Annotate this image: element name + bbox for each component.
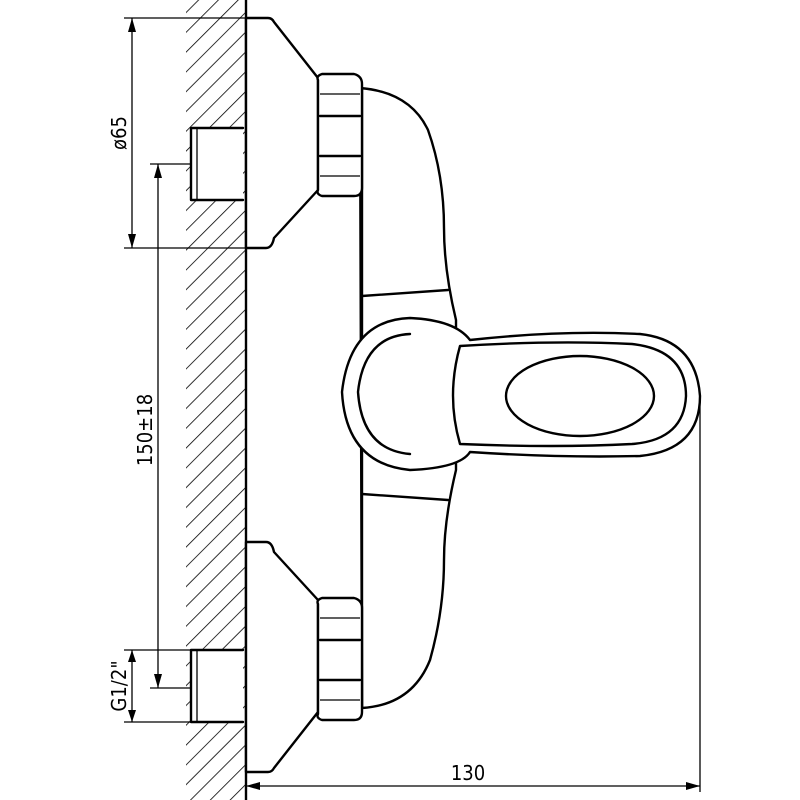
- upper-pipe-insert: [189, 126, 245, 202]
- dimension-spacing: 150±18: [133, 163, 191, 689]
- upper-escutcheon: [244, 16, 320, 250]
- upper-hex-nut: [316, 72, 364, 198]
- spacing-label: 150±18: [133, 394, 157, 466]
- dimension-diameter: ø65: [107, 17, 246, 249]
- diameter-label: ø65: [107, 116, 131, 150]
- lower-pipe-insert: [189, 648, 245, 724]
- thread-label: G1/2": [107, 660, 131, 711]
- projection-label: 130: [451, 761, 485, 785]
- body-seam-upper: [360, 288, 450, 298]
- lower-escutcheon: [244, 540, 320, 774]
- dimension-thread: G1/2": [107, 649, 191, 723]
- lower-hex-nut: [316, 596, 364, 722]
- lever-handle: [340, 316, 702, 472]
- dimension-projection: 130: [246, 400, 701, 792]
- body-seam-lower: [360, 492, 450, 502]
